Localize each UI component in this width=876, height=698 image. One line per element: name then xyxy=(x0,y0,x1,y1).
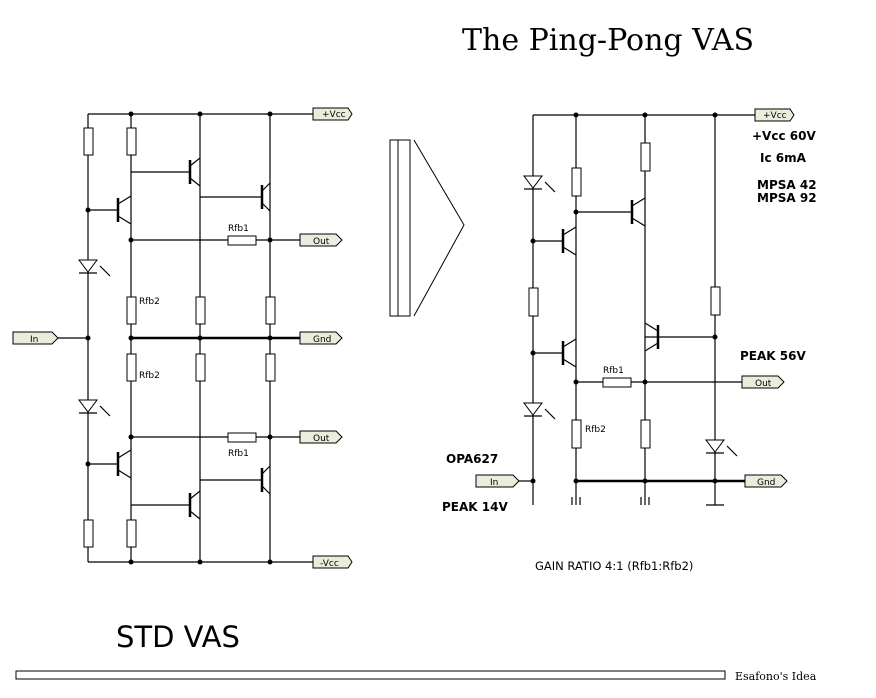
gain-ratio-label: GAIN RATIO 4:1 (Rfb1:Rfb2) xyxy=(535,559,693,573)
std-gnd-port: Gnd xyxy=(299,331,343,345)
pp-rfb1-label: Rfb1 xyxy=(603,366,624,376)
std-vcc-port: +Vcc xyxy=(312,107,353,121)
svg-text:In: In xyxy=(490,478,498,488)
std-rfb1-top-label: Rfb1 xyxy=(228,224,249,234)
opamp-label: OPA627 xyxy=(446,452,498,466)
std-out-bottom-port: Out xyxy=(299,430,343,444)
svg-text:+Vcc: +Vcc xyxy=(763,111,787,121)
main-title: The Ping-Pong VAS xyxy=(462,23,754,58)
svg-text:Out: Out xyxy=(313,434,330,444)
transform-arrow-icon xyxy=(389,139,465,317)
pp-in-port: In xyxy=(475,474,520,488)
pp-vcc-port: +Vcc xyxy=(754,108,795,122)
std-out-top-port: Out xyxy=(299,233,343,247)
svg-text:In: In xyxy=(30,335,38,345)
std-rfb2-bottom-label: Rfb2 xyxy=(139,371,160,381)
spec-supply: +Vcc 60V xyxy=(752,129,816,143)
footer-bar xyxy=(15,670,726,680)
peak-in-label: PEAK 14V xyxy=(442,500,508,514)
spec-npn: MPSA 42 xyxy=(757,178,817,192)
svg-text:Gnd: Gnd xyxy=(313,335,331,345)
pp-gnd-port: Gnd xyxy=(744,474,788,488)
pp-rfb2-label: Rfb2 xyxy=(585,425,606,435)
std-vee-port: -Vcc xyxy=(312,555,353,569)
pp-out-port: Out xyxy=(741,375,785,389)
svg-text:Out: Out xyxy=(313,237,330,247)
svg-text:-Vcc: -Vcc xyxy=(320,559,339,569)
std-rfb1-bottom-label: Rfb1 xyxy=(228,449,249,459)
svg-text:Gnd: Gnd xyxy=(757,478,775,488)
std-rfb2-top-label: Rfb2 xyxy=(139,297,160,307)
std-vas-circuit xyxy=(57,111,313,565)
svg-text:+Vcc: +Vcc xyxy=(322,110,346,120)
std-in-port: In xyxy=(12,331,59,345)
footer-credit: Esafono's Idea xyxy=(735,670,817,683)
spec-current: Ic 6mA xyxy=(760,151,807,165)
spec-pnp: MPSA 92 xyxy=(757,191,817,205)
peak-out-label: PEAK 56V xyxy=(740,349,806,363)
std-vas-title: STD VAS xyxy=(116,620,240,654)
svg-text:Out: Out xyxy=(755,379,772,389)
ping-pong-vas-circuit xyxy=(519,112,755,506)
